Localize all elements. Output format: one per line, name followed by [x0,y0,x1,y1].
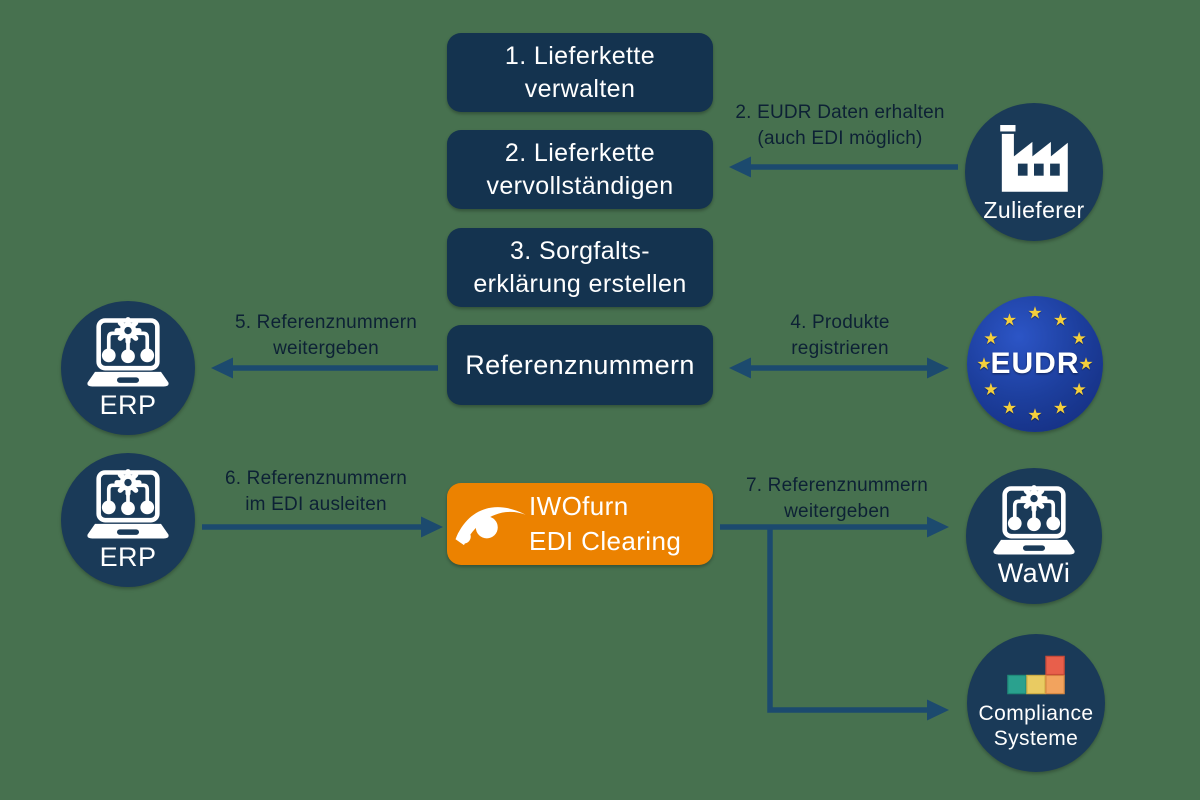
iwofurn-edi-clearing-box: IWOfurn EDI Clearing [447,483,713,565]
process-step-1-lieferkette-verwalten: 1. Lieferkette verwalten [447,33,713,112]
stacked-blocks-icon [1007,655,1065,695]
eu-star-icon: ★ [1078,354,1094,374]
arrow-4-produkte-registrieren [729,357,949,379]
process-step-3-sorgfaltserklaerung: 3. Sorgfalts- erklärung erstellen [447,228,713,307]
flow-label-referenznummern-im-edi-ausleiten: 6. Referenznummern im EDI ausleiten [224,468,408,515]
node-erp-bottom: ERP [61,453,195,587]
eu-star-icon: ★ [1071,380,1087,399]
node-erp-bottom-label: ERP [99,542,157,572]
process-step-2-lieferkette-vervollstaendigen: 2. Lieferkette vervollständigen [447,130,713,209]
eu-star-icon: ★ [1001,310,1018,330]
laptop-network-icon [82,315,174,392]
flow-label-referenznummern-weitergeben-erp: 5. Referenznummern weitergeben [234,312,418,359]
eu-star-icon: ★ [1027,405,1043,425]
arrow-7-to-wawi [720,516,949,538]
arrow-7-branch-to-compliance [767,527,949,721]
node-erp-top-label: ERP [99,390,157,420]
factory-icon [1000,124,1068,192]
eu-star-icon: ★ [1001,398,1018,418]
node-compliance-systeme: Compliance Systeme [967,634,1105,772]
node-zulieferer-label: Zulieferer [983,196,1085,223]
node-eudr: ★ ★ ★ ★ ★ ★ ★ ★ ★ ★ ★ ★ EUDR [967,296,1103,432]
node-compliance-systeme-label: Compliance Systeme [978,702,1094,750]
eu-star-icon: ★ [1027,303,1043,323]
node-erp-top: ERP [61,301,195,435]
arrow-6-edi-ausleiten [202,516,443,538]
node-eudr-label: EUDR [990,347,1080,380]
iwofurn-edi-clearing-label: IWOfurn EDI Clearing [529,491,682,556]
arrow-2-eudr-daten-erhalten [729,156,958,178]
eu-star-icon: ★ [983,329,999,348]
laptop-network-icon [988,483,1080,560]
flow-label-referenznummern-weitergeben-wawi: 7. Referenznummern weitergeben [745,475,929,522]
node-wawi-label: WaWi [997,558,1071,588]
flow-label-produkte-registrieren: 4. Produkte registrieren [790,312,890,359]
arrow-5-referenznummern-weitergeben [211,357,438,379]
eu-star-icon: ★ [1052,398,1069,418]
eu-star-icon: ★ [1071,329,1087,348]
eu-star-icon: ★ [976,354,992,374]
iwofurn-logo-icon [455,507,526,546]
flow-label-eudr-daten-erhalten: 2. EUDR Daten erhalten (auch EDI möglich… [735,102,945,149]
eu-star-icon: ★ [1052,310,1069,330]
process-box-referenznummern: Referenznummern [447,325,713,405]
eu-star-icon: ★ [983,380,999,399]
node-wawi: WaWi [966,468,1102,604]
laptop-network-icon [82,467,174,544]
node-zulieferer: Zulieferer [965,103,1103,241]
